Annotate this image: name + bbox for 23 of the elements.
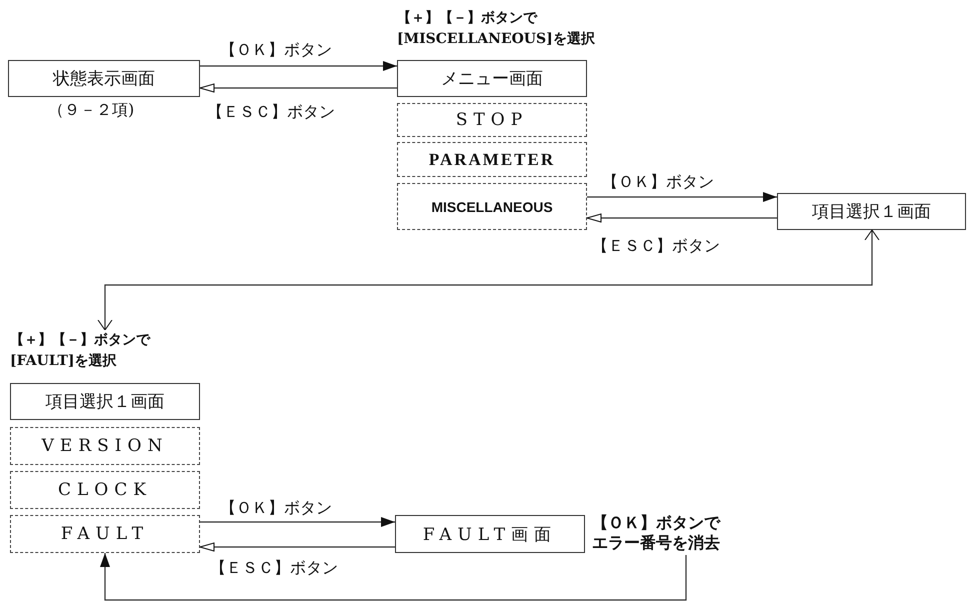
instruction-heading: 【＋】【－】ボタンで[FAULT]を選択 <box>10 331 152 371</box>
arrow <box>586 214 777 222</box>
arrow <box>200 84 397 92</box>
section-reference: （９－２項) <box>48 100 134 121</box>
instruction-heading: 【＋】【－】ボタンで[MISCELLANEOUS]を選択 <box>397 9 596 49</box>
screen-box: メニュー画面 <box>397 60 587 97</box>
arrow <box>200 517 395 527</box>
menu-item-box: CLOCK <box>10 471 200 509</box>
arrow <box>200 61 397 71</box>
menu-item-box: VERSION <box>10 427 200 465</box>
arrow <box>587 192 777 202</box>
note-text: 【ＯＫ】ボタンでエラー番号を消去 <box>592 513 722 553</box>
screen-box: 状態表示画面 <box>8 60 200 97</box>
menu-item-box: FAULT <box>10 515 200 553</box>
menu-item-box: MISCELLANEOUS <box>397 183 587 230</box>
arrow <box>98 230 880 330</box>
screen-box: 項目選択１画面 <box>777 193 966 230</box>
screen-box: 項目選択１画面 <box>10 383 200 420</box>
arrow <box>100 553 687 601</box>
menu-item-box: STOP <box>397 103 587 137</box>
menu-item-box: PARAMETER <box>397 142 587 177</box>
screen-box: FAULT画面 <box>395 515 585 553</box>
arrow <box>200 542 395 552</box>
